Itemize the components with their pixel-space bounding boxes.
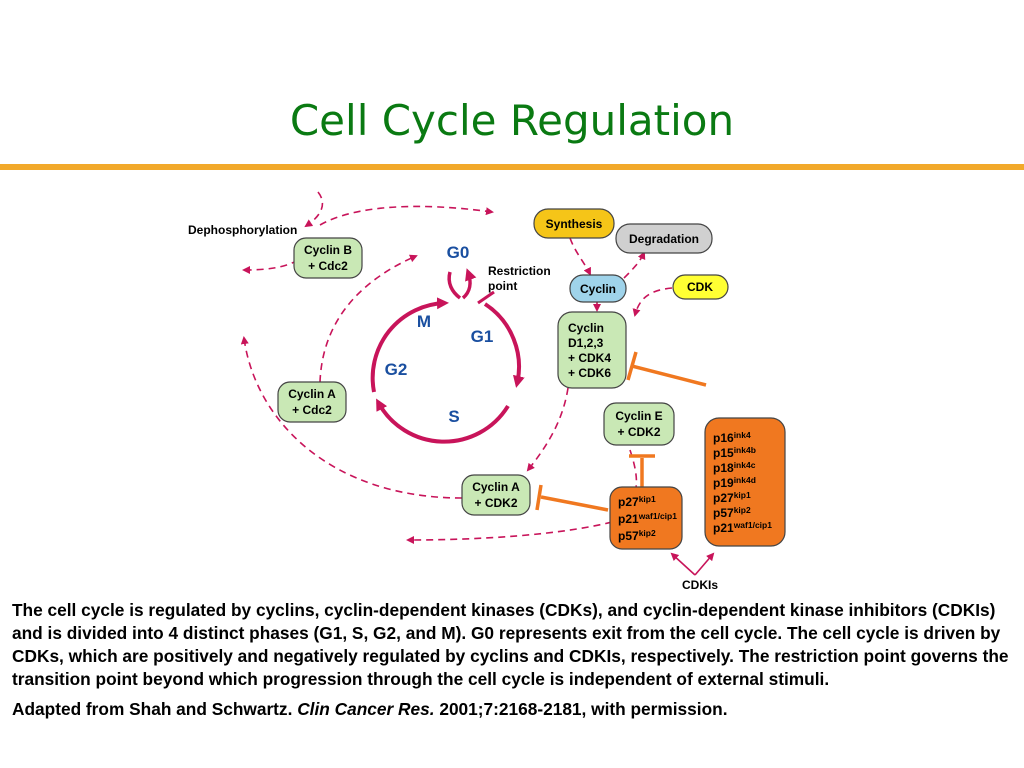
svg-text:+ Cdc2: + Cdc2 xyxy=(292,403,332,417)
svg-text:p16ink4: p16ink4 xyxy=(713,430,751,445)
degradation-node: Degradation xyxy=(615,223,713,254)
arrow-g0-to-g1 xyxy=(447,271,462,300)
dephosphorylation-label: Dephosphorylation xyxy=(188,223,297,237)
svg-text:Cyclin A: Cyclin A xyxy=(288,387,336,401)
cdkis-label: CDKIs xyxy=(682,578,718,592)
phase-s: S xyxy=(448,407,459,426)
cell-cycle-diagram: G0 G1 S G2 M Restriction point Dephospho… xyxy=(188,191,786,592)
svg-text:Cyclin: Cyclin xyxy=(568,321,604,335)
cyclin-d-cdk46-node: Cyclin D1,2,3 + CDK4 + CDK6 xyxy=(557,311,627,389)
svg-text:p21waf1/cip1: p21waf1/cip1 xyxy=(618,511,677,526)
cyclin-node: Cyclin xyxy=(569,274,627,303)
svg-text:+ CDK2: + CDK2 xyxy=(474,496,517,510)
cyclin-a-cdk2-node: Cyclin A + CDK2 xyxy=(461,474,531,516)
citation: Adapted from Shah and Schwartz. Clin Can… xyxy=(12,699,728,719)
restriction-point-marker xyxy=(477,290,495,305)
svg-text:Cyclin A: Cyclin A xyxy=(472,480,520,494)
svg-text:p19ink4d: p19ink4d xyxy=(713,475,756,490)
svg-text:+ Cdc2: + Cdc2 xyxy=(308,259,348,273)
cyclin-a-cdc2-node: Cyclin A + Cdc2 xyxy=(277,381,347,423)
phase-g2: G2 xyxy=(385,360,408,379)
ink-kip-inhibitors-node: p16ink4 p15ink4b p18ink4c p19ink4d p27ki… xyxy=(704,417,786,547)
synthesis-node: Synthesis xyxy=(533,208,615,239)
restriction-label-line1: Restriction xyxy=(488,264,551,278)
arrow-g1-to-g0 xyxy=(461,268,477,300)
svg-text:+ CDK4: + CDK4 xyxy=(568,351,611,365)
cycle-ring xyxy=(370,268,525,444)
synthesis-label: Synthesis xyxy=(546,217,603,231)
caption: The cell cycle is regulated by cyclins, … xyxy=(12,599,1016,721)
svg-text:Cyclin E: Cyclin E xyxy=(615,409,662,423)
cdk-label: CDK xyxy=(687,280,713,294)
cdk-node: CDK xyxy=(672,274,729,300)
svg-text:D1,2,3: D1,2,3 xyxy=(568,336,604,350)
svg-text:p15ink4b: p15ink4b xyxy=(713,445,756,460)
cyclin-b-cdc2-node: Cyclin B + Cdc2 xyxy=(293,237,363,279)
svg-text:p27kip1: p27kip1 xyxy=(618,494,656,509)
cyclin-e-cdk2-node: Cyclin E + CDK2 xyxy=(603,402,675,446)
svg-text:p57kip2: p57kip2 xyxy=(618,528,656,543)
arrow-g1-to-s xyxy=(483,302,525,388)
cyclin-label: Cyclin xyxy=(580,282,616,296)
inhibition-lines xyxy=(535,351,707,512)
arrow-g2-to-m xyxy=(370,297,449,393)
svg-text:+ CDK2: + CDK2 xyxy=(617,425,660,439)
degradation-label: Degradation xyxy=(629,232,699,246)
svg-text:p18ink4c: p18ink4c xyxy=(713,460,756,475)
phase-g0: G0 xyxy=(447,243,470,262)
svg-text:p57kip2: p57kip2 xyxy=(713,505,751,520)
phase-g1: G1 xyxy=(471,327,494,346)
svg-text:p27kip1: p27kip1 xyxy=(713,490,751,505)
svg-text:Cyclin B: Cyclin B xyxy=(304,243,352,257)
slide-title: Cell Cycle Regulation xyxy=(289,96,735,145)
svg-text:+ CDK6: + CDK6 xyxy=(568,366,611,380)
cdkis-arrows xyxy=(670,552,715,576)
kip-inhibitors-node: p27kip1 p21waf1/cip1 p57kip2 xyxy=(609,486,683,550)
restriction-label-line2: point xyxy=(488,279,517,293)
arrow-s-to-g2 xyxy=(376,398,510,444)
title-divider xyxy=(0,164,1024,170)
phase-m: M xyxy=(417,312,431,331)
caption-text: The cell cycle is regulated by cyclins, … xyxy=(12,600,1009,689)
svg-text:p21waf1/cip1: p21waf1/cip1 xyxy=(713,520,772,535)
